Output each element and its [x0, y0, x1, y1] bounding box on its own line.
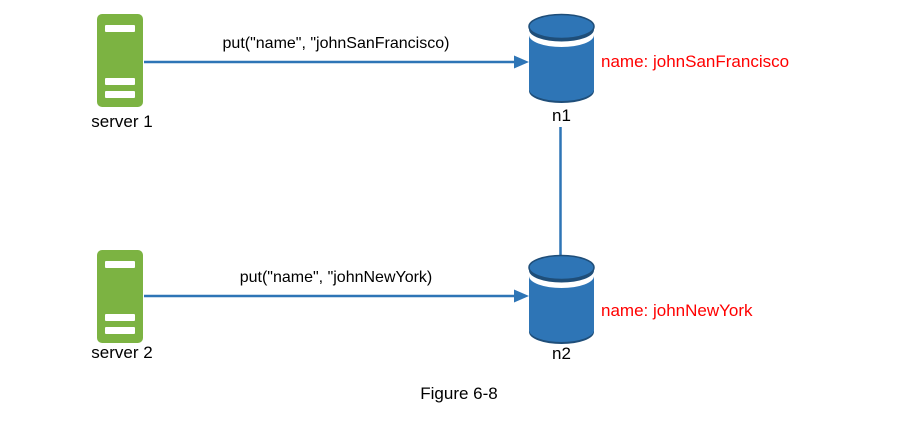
edge-label-put-sanfrancisco: put("name", "johnSanFrancisco) — [222, 35, 450, 52]
cylinder-lid — [528, 254, 595, 281]
server1-label: server 1 — [91, 112, 153, 131]
server-slot-bar — [105, 78, 135, 85]
server-icon — [97, 14, 143, 107]
server-slot-bar — [105, 327, 135, 334]
server-slot-bar — [105, 25, 135, 32]
arrowhead-icon — [514, 289, 529, 303]
server-slot-bar — [105, 261, 135, 268]
database-cylinder-icon — [528, 254, 595, 344]
server-slot-bar — [105, 91, 135, 98]
edge-label-put-newyork: put("name", "johnNewYork) — [239, 269, 433, 286]
server2-label: server 2 — [91, 343, 153, 362]
cylinder-body — [529, 35, 594, 101]
server-icon — [97, 250, 143, 343]
edge-server2-to-n2 — [144, 289, 529, 303]
database-cylinder-icon — [528, 13, 595, 103]
n1-value-annotation: name: johnSanFrancisco — [601, 52, 790, 71]
n2-value-annotation: name: johnNewYork — [601, 301, 753, 320]
arrowhead-icon — [514, 55, 529, 69]
edge-server1-to-n1 — [144, 55, 529, 69]
cylinder-body — [529, 276, 594, 342]
server-slot-bar — [105, 314, 135, 321]
database-n2-label: n2 — [552, 344, 571, 363]
cylinder-lid — [528, 13, 595, 40]
database-n1-label: n1 — [552, 106, 571, 125]
figure-caption: Figure 6-8 — [420, 384, 498, 403]
